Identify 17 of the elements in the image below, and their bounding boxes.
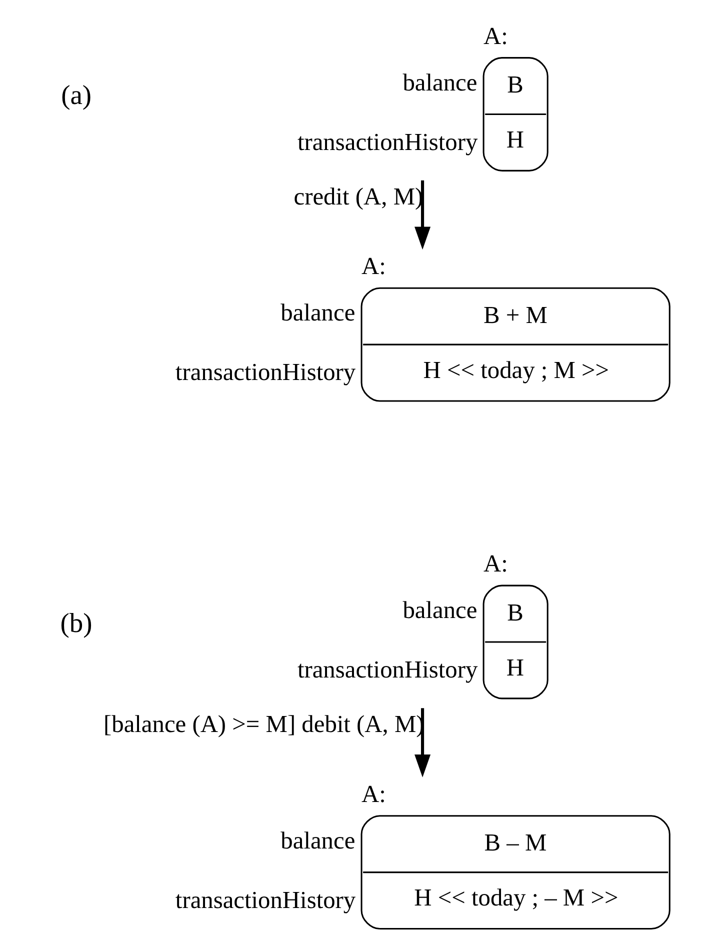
node-label: transactionHistory xyxy=(174,358,356,386)
edge-label: credit (A, M) xyxy=(293,182,423,210)
arrow xyxy=(414,180,430,250)
node-label: balance xyxy=(402,68,477,96)
node-label: transactionHistory xyxy=(296,128,478,156)
node-label: transactionHistory xyxy=(174,886,356,914)
label: (b) xyxy=(60,607,92,638)
node-label: A: xyxy=(361,780,386,808)
node-label: transactionHistory xyxy=(296,656,478,684)
node-label: A: xyxy=(483,550,508,578)
label: (a) xyxy=(60,80,92,110)
node-label: balance xyxy=(402,596,477,624)
node-label: A: xyxy=(361,252,386,280)
node-label: balance xyxy=(280,299,355,326)
arrow xyxy=(414,708,430,777)
node-label: A: xyxy=(483,22,508,50)
node-label: balance xyxy=(280,826,355,854)
